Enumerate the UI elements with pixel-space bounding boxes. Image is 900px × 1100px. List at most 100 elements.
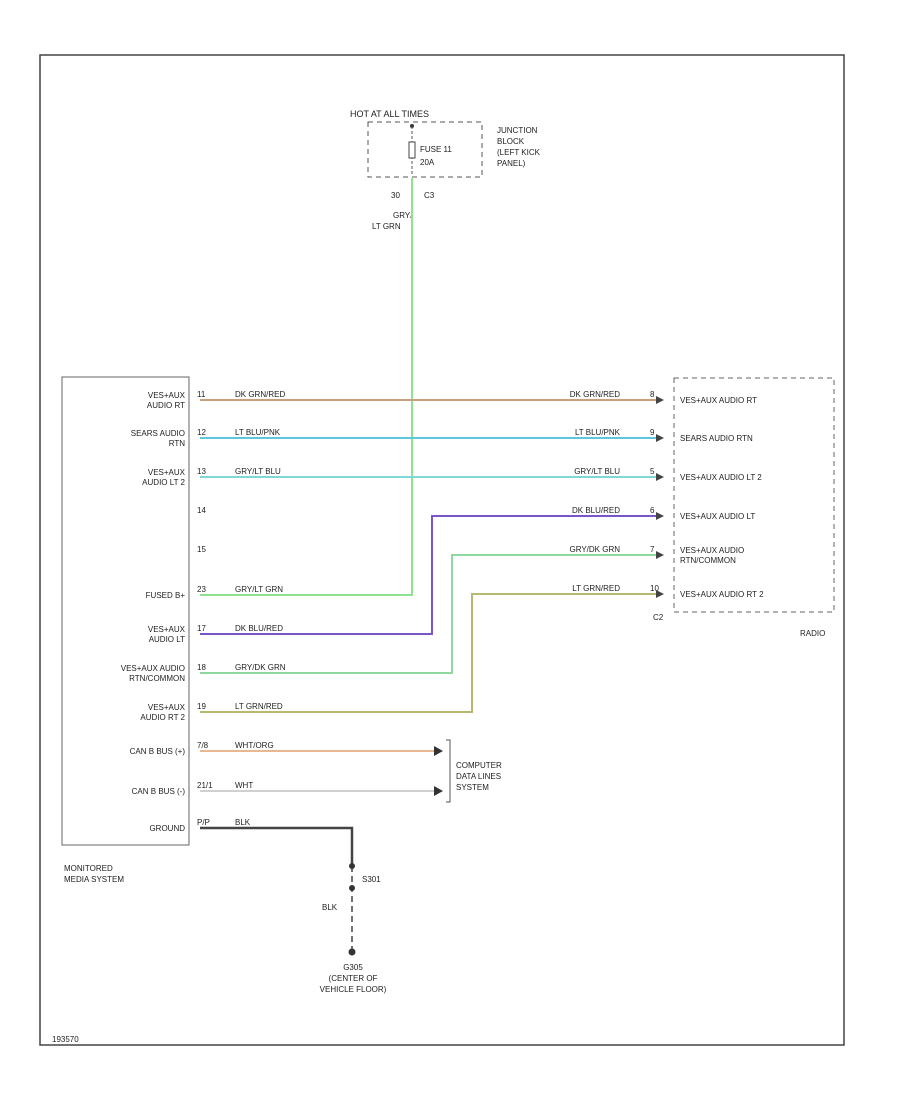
radio-name: RADIO [800, 629, 825, 638]
radio-connector: C2 [653, 613, 664, 622]
radio-pin-arrow-icon [656, 434, 664, 442]
module-pin-label: SEARS AUDIO [131, 429, 185, 438]
radio-pin-arrow-icon [656, 512, 664, 520]
junction-block-outline [367, 121, 483, 178]
wire-color-label: GRY/LT BLU [574, 467, 620, 476]
module-pin-label: VES+AUX AUDIO [121, 664, 185, 673]
junction-line-1: JUNCTION [497, 126, 538, 135]
module-pin-label: CAN B BUS (-) [132, 787, 186, 796]
module-pin-number: P/P [197, 818, 210, 827]
ground-splice-node-top [349, 863, 355, 869]
module-pin-number: 15 [197, 545, 206, 554]
module-pin-number: 17 [197, 624, 206, 633]
module-pin-label: AUDIO RT 2 [140, 713, 185, 722]
wire-audio-rt2 [200, 593, 656, 713]
ground-splice-label: S301 [362, 875, 381, 884]
module-pin-number: 18 [197, 663, 206, 672]
radio-pin-arrow-icon [656, 396, 664, 404]
wire-color-label: LT BLU/PNK [575, 428, 621, 437]
ground-name-line-1: G305 [343, 963, 363, 972]
radio-box [673, 377, 835, 613]
wire-color-label: GRY/DK GRN [569, 545, 620, 554]
radio-pin-number: 7 [650, 545, 655, 554]
module-box [61, 376, 190, 846]
footer-code: 193570 [52, 1035, 79, 1044]
ground-wire-label: BLK [322, 903, 338, 912]
module-pin-label: AUDIO LT 2 [142, 478, 185, 487]
junction-line-2: BLOCK [497, 137, 525, 146]
radio-pin-label: VES+AUX AUDIO [680, 546, 744, 555]
module-pin-number: 12 [197, 428, 206, 437]
wire-color-label: DK BLU/RED [572, 506, 620, 515]
module-pin-label: RTN [169, 439, 186, 448]
computer-data-line-2: DATA LINES [456, 772, 501, 781]
radio-pin-label: RTN/COMMON [680, 556, 736, 565]
junction-line-3: (LEFT KICK [497, 148, 541, 157]
module-name-line-1: MONITORED [64, 864, 113, 873]
radio-pin-number: 6 [650, 506, 655, 515]
feed-wire-line-1: GRY/ [393, 211, 413, 220]
wire-rtn-common [200, 554, 656, 674]
wire-right-labels: DK GRN/RED LT BLU/PNK GRY/LT BLU DK BLU/RED… [569, 390, 620, 593]
module-pin-label: FUSED B+ [146, 591, 186, 600]
module-pin-number: 21/1 [197, 781, 213, 790]
module-name-line-2: MEDIA SYSTEM [64, 875, 124, 884]
wire-color-label: LT GRN/RED [572, 584, 620, 593]
wire-audio-lt [200, 515, 656, 635]
radio-pin-arrow-icon [656, 473, 664, 481]
module-pin-label: VES+AUX [148, 468, 186, 477]
radio-pin-label: SEARS AUDIO RTN [680, 434, 753, 443]
junction-pin: 30 [391, 191, 400, 200]
can-plus-arrow-icon [434, 746, 443, 756]
wire-color-label: DK GRN/RED [570, 390, 620, 399]
module-pin-label: RTN/COMMON [129, 674, 185, 683]
radio-pin-number: 9 [650, 428, 655, 437]
wire-color-label: GRY/DK GRN [235, 663, 286, 672]
wire-color-label: GRY/LT BLU [235, 467, 281, 476]
wire-left-labels: DK GRN/RED LT BLU/PNK GRY/LT BLU GRY/LT GRN… [235, 390, 286, 827]
radio-pin-label: VES+AUX AUDIO LT [680, 512, 755, 521]
module-pin-label: VES+AUX [148, 625, 186, 634]
module-pin-number: 14 [197, 506, 206, 515]
ground-name-line-3: VEHICLE FLOOR) [320, 985, 387, 994]
wire-color-label: WHT/ORG [235, 741, 274, 750]
wire-color-label: GRY/LT GRN [235, 585, 283, 594]
diagram-border [39, 54, 845, 1046]
wire-color-label: LT BLU/PNK [235, 428, 281, 437]
module-pin-number: 13 [197, 467, 206, 476]
computer-data-line-1: COMPUTER [456, 761, 502, 770]
wire-color-label: DK GRN/RED [235, 390, 285, 399]
fuse-icon [408, 141, 416, 159]
junction-line-4: PANEL) [497, 159, 526, 168]
radio-pin-label: VES+AUX AUDIO RT [680, 396, 757, 405]
wires [200, 178, 656, 956]
can-minus-arrow-icon [434, 786, 443, 796]
module-pin-label: AUDIO RT [147, 401, 185, 410]
module-pin-number: 19 [197, 702, 206, 711]
fuse-label: FUSE 11 [420, 145, 452, 154]
radio-pin-label: VES+AUX AUDIO RT 2 [680, 590, 764, 599]
radio-pin-number: 10 [650, 584, 659, 593]
junction-connector: C3 [424, 191, 435, 200]
radio-pin-arrow-icon [656, 551, 664, 559]
module-pin-number: 23 [197, 585, 206, 594]
wire-color-label: LT GRN/RED [235, 702, 283, 711]
module-pin-label: VES+AUX [148, 391, 186, 400]
wire-color-label: DK BLU/RED [235, 624, 283, 633]
power-source-label: HOT AT ALL TIMES [350, 109, 429, 119]
fuse-rating: 20A [420, 158, 435, 167]
radio-pin-arrow-icon [656, 590, 664, 598]
radio-pin-number: 5 [650, 467, 655, 476]
feed-wire-line-2: LT GRN [372, 222, 401, 231]
module-pin-label: GROUND [149, 824, 185, 833]
wire-ground [200, 826, 354, 866]
ground-splice-node [349, 885, 355, 891]
wire-color-label: WHT [235, 781, 253, 790]
computer-data-bracket [446, 739, 451, 803]
wire-color-label: BLK [235, 818, 251, 827]
ground-icon [348, 948, 356, 956]
